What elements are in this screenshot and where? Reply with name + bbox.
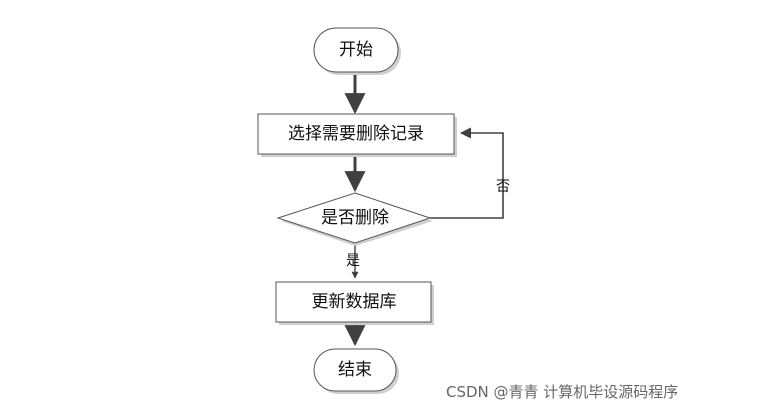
delete-decision-label: 是否删除 (321, 208, 389, 228)
update-database-process: 更新数据库 (275, 281, 434, 325)
connector-decision-no-loop (430, 127, 504, 219)
yes-branch-label: 是 (346, 253, 360, 269)
select-record-process: 选择需要删除记录 (257, 113, 457, 157)
end-node: 结束 (313, 348, 399, 394)
watermark-text: CSDN @青青 计算机毕设源码程序 (446, 383, 679, 401)
start-node: 开始 (313, 27, 401, 75)
select-record-label: 选择需要删除记录 (288, 124, 424, 144)
delete-decision: 是否删除 (276, 192, 433, 246)
no-branch-label: 否 (496, 179, 510, 195)
update-database-label: 更新数据库 (312, 292, 397, 312)
start-label: 开始 (339, 40, 373, 60)
end-label: 结束 (338, 360, 372, 380)
